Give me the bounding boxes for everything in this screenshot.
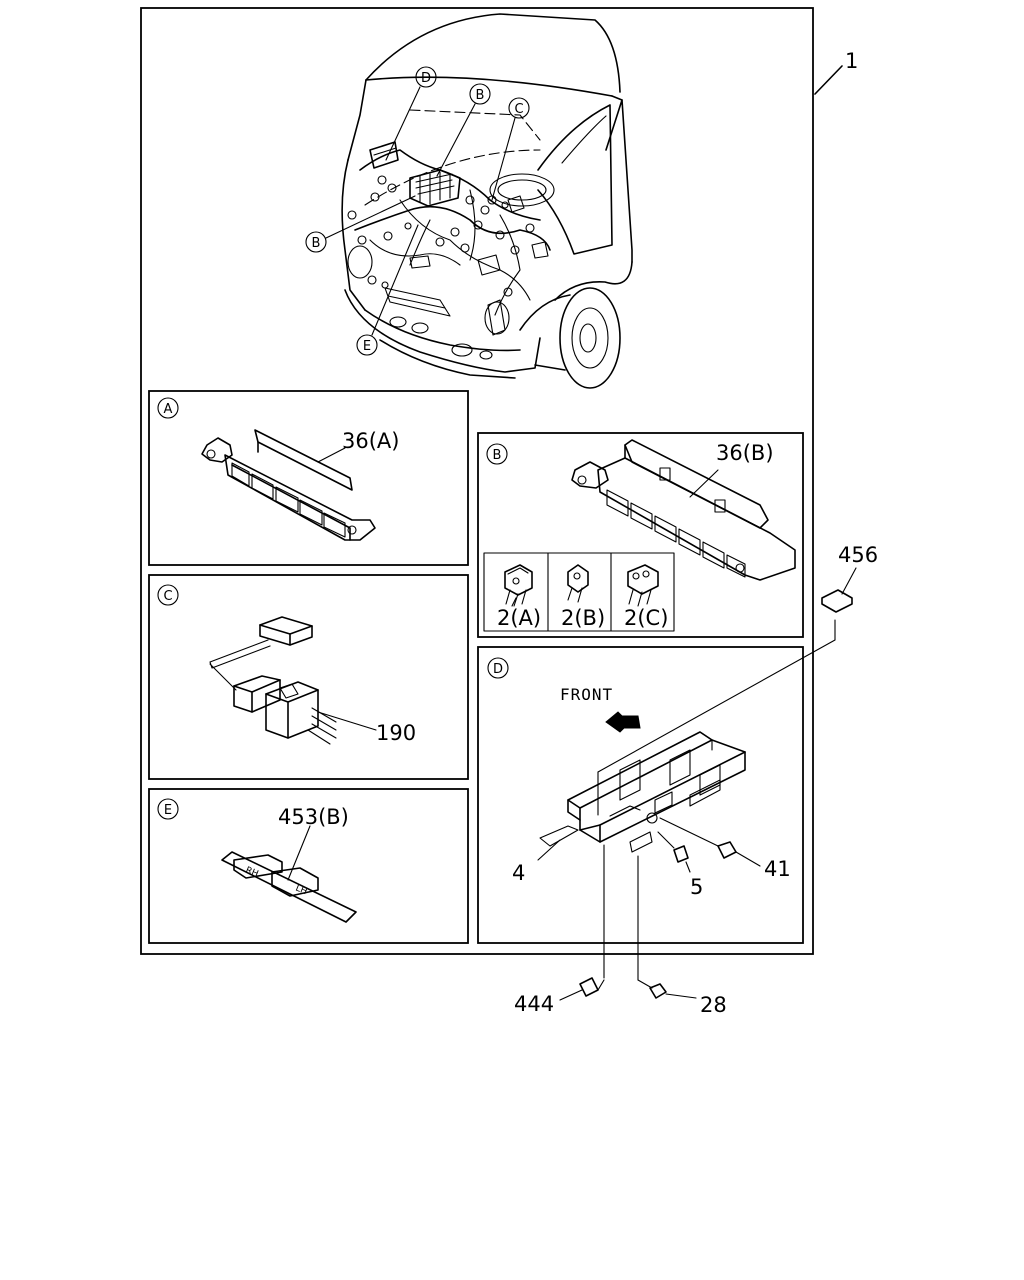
part-456-label: 456 xyxy=(838,543,878,567)
panel-e-letter: E xyxy=(164,803,172,818)
tape-rh-text: RH xyxy=(244,866,260,880)
panel-a-letter: A xyxy=(164,402,173,417)
part-2c-label: 2(C) xyxy=(624,606,668,630)
tape-label-453b-icon: RH LH xyxy=(221,851,357,923)
panel-d-letter: D xyxy=(493,662,503,677)
relay-bracket-4-icon xyxy=(539,731,746,853)
fuse-2a-icon xyxy=(504,564,533,607)
part-36a-label: 36(A) xyxy=(342,429,399,453)
part-2a-label: 2(A) xyxy=(497,606,541,630)
fuse-2c-icon xyxy=(627,564,659,607)
main-frame xyxy=(140,7,814,955)
clip-444-icon xyxy=(579,977,599,997)
overview-callout-d: D xyxy=(385,66,437,161)
front-arrow-icon xyxy=(605,711,641,733)
front-direction-label: FRONT xyxy=(560,685,613,704)
part-2b-label: 2(B) xyxy=(561,606,605,630)
part-28-label: 28 xyxy=(700,993,727,1017)
svg-text:E: E xyxy=(363,339,371,354)
part-190-label: 190 xyxy=(376,721,416,745)
assembly-callout: 1 xyxy=(814,49,858,95)
part-444-group: 444 xyxy=(514,844,605,1016)
panel-d: D FRONT 4 xyxy=(477,619,836,944)
svg-text:C: C xyxy=(514,102,523,117)
tape-lh-text: LH xyxy=(294,884,309,898)
svg-text:B: B xyxy=(476,88,485,103)
panel-e: E RH LH 453(B) xyxy=(148,788,469,944)
panel-b-letter: B xyxy=(493,448,502,463)
part-41-label: 41 xyxy=(764,857,791,881)
part-36b-label: 36(B) xyxy=(716,441,774,465)
connector-190-icon xyxy=(209,616,337,745)
pad-456-icon xyxy=(821,589,853,613)
svg-text:B: B xyxy=(312,236,321,251)
clip-5-icon xyxy=(673,845,689,863)
clip-41-icon xyxy=(717,841,737,859)
overview-callout-e: E xyxy=(356,224,419,356)
screw-28-icon xyxy=(649,983,667,999)
panel-c-letter: C xyxy=(163,589,172,604)
svg-text:D: D xyxy=(421,71,431,86)
callout-1-label: 1 xyxy=(845,49,858,73)
part-456-group: 456 xyxy=(821,543,878,613)
overview-callout-c: C xyxy=(491,97,530,201)
fuse-2b-icon xyxy=(567,564,589,603)
fuse-box-36b-icon xyxy=(571,439,796,581)
part-4-label: 4 xyxy=(512,861,525,885)
part-5-label: 5 xyxy=(690,875,703,899)
panel-a: A 36(A) xyxy=(148,390,469,566)
part-444-label: 444 xyxy=(514,992,554,1016)
overview-callout-b-top: B xyxy=(436,83,491,177)
panel-c: C 190 xyxy=(148,574,469,780)
part-453b-label: 453(B) xyxy=(278,805,349,829)
truck-cab-illustration xyxy=(341,13,633,389)
part-28-group: 28 xyxy=(637,855,727,1017)
panel-b: B 36(B) xyxy=(477,432,804,638)
fuse-cells-frame xyxy=(483,552,675,632)
overview-callout-b-left: B xyxy=(305,195,416,253)
